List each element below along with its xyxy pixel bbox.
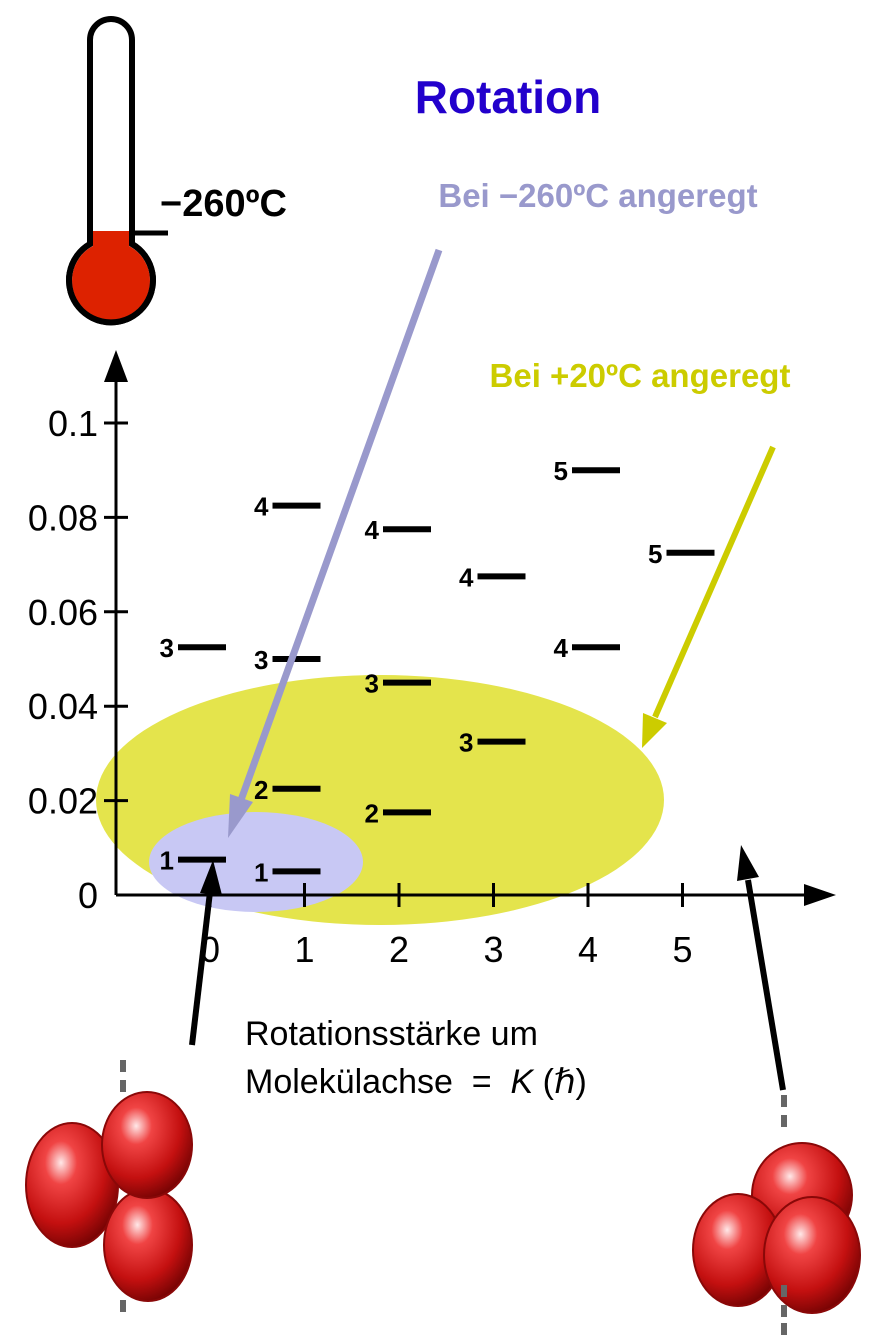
energy-level-label: 3 bbox=[459, 728, 473, 758]
energy-level-label: 4 bbox=[459, 562, 474, 592]
energy-level-label: 2 bbox=[365, 798, 379, 828]
x-axis-label-symbol: K bbox=[511, 1063, 535, 1101]
title: Rotation bbox=[415, 71, 602, 123]
x-axis-label-line1: Rotationsstärke um bbox=[245, 1015, 538, 1053]
energy-level-label: 3 bbox=[160, 633, 174, 663]
x-tick-label: 5 bbox=[672, 929, 692, 970]
y-axis-arrowhead bbox=[104, 350, 128, 382]
molecule-k-large-icon bbox=[692, 1095, 861, 1335]
cold-annotation: Bei −260ºC angeregt bbox=[438, 177, 757, 214]
x-axis-label-text: Molekülachse = bbox=[245, 1063, 511, 1101]
energy-level-label: 2 bbox=[254, 775, 268, 805]
energy-level-label: 4 bbox=[554, 633, 569, 663]
y-tick-label: 0 bbox=[78, 875, 98, 916]
energy-level-label: 4 bbox=[365, 515, 380, 545]
mercury-level bbox=[71, 231, 150, 320]
energy-level-label: 1 bbox=[160, 846, 174, 876]
warm-pointer-arrow bbox=[642, 445, 776, 748]
y-tick-label: 0.02 bbox=[28, 781, 98, 822]
energy-level-label: 4 bbox=[254, 492, 269, 522]
energy-level-label: 3 bbox=[365, 669, 379, 699]
x-axis-label-line2: Molekülachse = K (ℏ) bbox=[245, 1063, 587, 1101]
y-tick-label: 0.06 bbox=[28, 592, 98, 633]
y-tick-label: 0.08 bbox=[28, 497, 98, 538]
energy-levels: 1 3 1 2 3 4 2 3 4 3 4 4 5 5 bbox=[160, 456, 715, 887]
x-tick-label: 1 bbox=[294, 929, 314, 970]
x-tick-label: 4 bbox=[578, 929, 598, 970]
energy-level-label: 5 bbox=[648, 539, 662, 569]
x-axis-label-unit: (ℏ) bbox=[543, 1063, 587, 1101]
k0-pointer-arrow bbox=[189, 860, 222, 1046]
x-axis-arrowhead bbox=[804, 884, 836, 906]
warm-annotation: Bei +20ºC angeregt bbox=[490, 357, 791, 394]
x-tick-label: 3 bbox=[483, 929, 503, 970]
axes bbox=[104, 350, 836, 906]
cold-pointer-arrow bbox=[228, 248, 443, 838]
energy-level-label: 5 bbox=[554, 456, 568, 486]
x-tick-label: 2 bbox=[389, 929, 409, 970]
k-large-pointer-arrow bbox=[737, 845, 786, 1091]
y-tick-label: 0.1 bbox=[48, 403, 98, 444]
y-tick-label: 0.04 bbox=[28, 686, 98, 727]
thermometer-reading: −260ºC bbox=[160, 183, 287, 225]
y-ticks: 0 0.02 0.04 0.06 0.08 0.1 bbox=[28, 403, 128, 916]
energy-level-label: 1 bbox=[254, 857, 268, 887]
thermometer-icon bbox=[66, 16, 168, 326]
energy-level-label: 3 bbox=[254, 645, 268, 675]
molecule-k0-icon bbox=[25, 1060, 193, 1312]
